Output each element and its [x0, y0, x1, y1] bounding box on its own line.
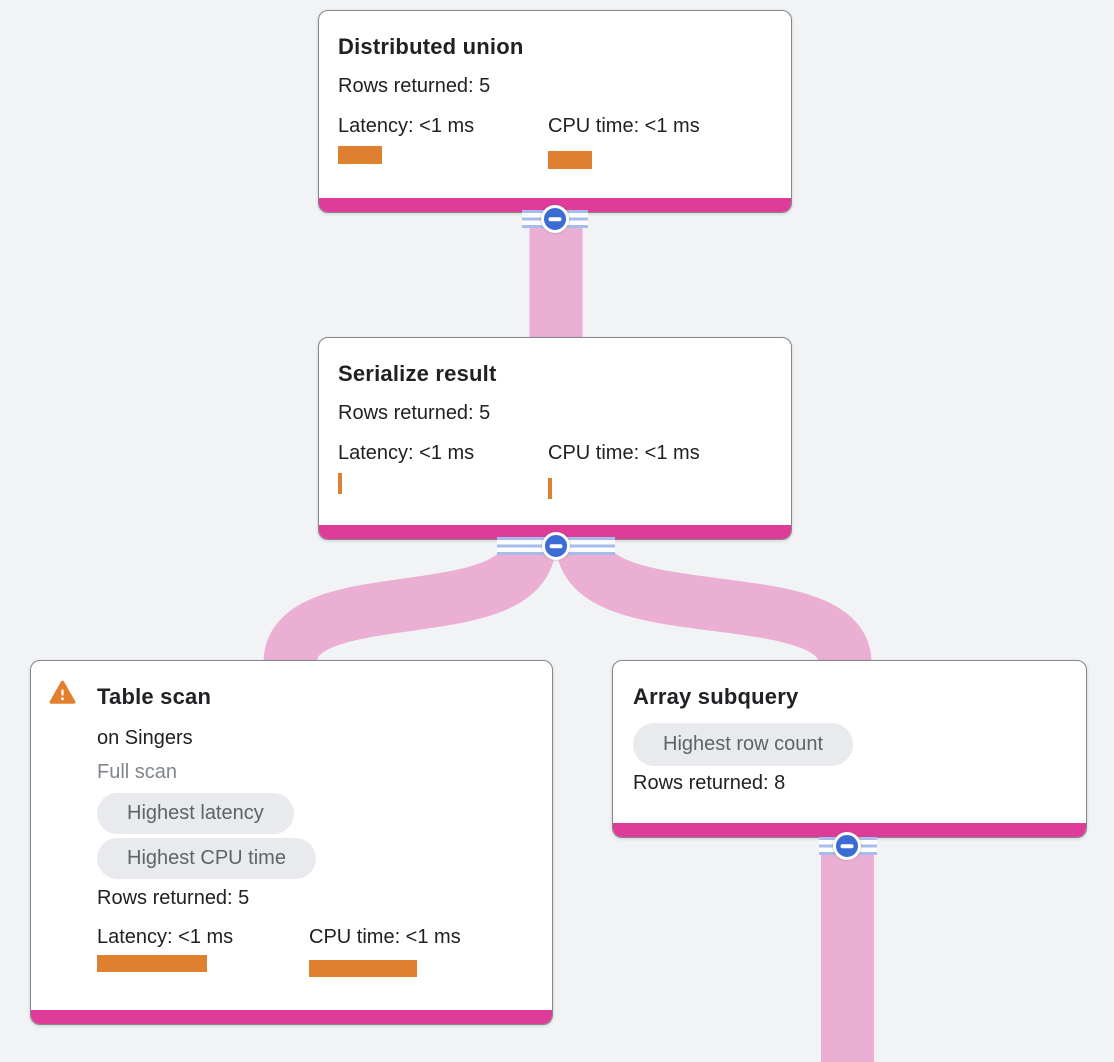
- badge-highest-row-count: Highest row count: [633, 723, 854, 766]
- rows-returned: Rows returned: 5: [97, 887, 250, 909]
- rows-returned: Rows returned: 5: [338, 402, 491, 424]
- collapse-button[interactable]: [542, 532, 570, 560]
- node-title: Table scan: [97, 684, 212, 709]
- node-subtitle: on Singers: [97, 727, 193, 749]
- node-serialize-result[interactable]: Serialize result Rows returned: 5 Latenc…: [318, 337, 792, 540]
- latency-label: Latency: <1 ms: [338, 115, 475, 137]
- warning-icon: [49, 680, 76, 705]
- badge-highest-latency: Highest latency: [97, 793, 294, 834]
- node-title: Array subquery: [633, 684, 799, 709]
- node-distributed-union[interactable]: Distributed union Rows returned: 5 Laten…: [318, 10, 792, 213]
- node-table-scan[interactable]: Table scan on Singers Full scan Highest …: [30, 660, 553, 1025]
- node-title: Serialize result: [338, 361, 497, 386]
- minus-icon: [548, 217, 562, 221]
- latency-bar: [338, 473, 342, 494]
- cpu-time-bar: [548, 151, 592, 169]
- collapse-button[interactable]: [833, 832, 861, 860]
- rows-returned: Rows returned: 8: [633, 772, 786, 794]
- latency-bar: [97, 955, 207, 972]
- latency-label: Latency: <1 ms: [97, 926, 234, 948]
- node-accent-bar: [31, 1010, 552, 1024]
- node-accent-bar: [613, 823, 1086, 837]
- collapse-button[interactable]: [541, 205, 569, 233]
- rows-returned: Rows returned: 5: [338, 75, 491, 97]
- latency-label: Latency: <1 ms: [338, 442, 475, 464]
- node-title: Distributed union: [338, 34, 524, 59]
- badge-highest-cpu-time: Highest CPU time: [97, 838, 316, 879]
- cpu-time-bar: [309, 960, 417, 977]
- cpu-time-label: CPU time: <1 ms: [548, 115, 700, 137]
- edge-serialize-result-to-array-subquery: [556, 538, 872, 667]
- full-scan-note: Full scan: [97, 761, 178, 783]
- latency-bar: [338, 146, 382, 164]
- cpu-time-label: CPU time: <1 ms: [548, 442, 700, 464]
- minus-icon: [549, 544, 563, 548]
- cpu-time-label: CPU time: <1 ms: [309, 926, 461, 948]
- edge-serialize-result-to-table-scan: [263, 538, 556, 667]
- node-array-subquery[interactable]: Array subquery Highest row count Rows re…: [612, 660, 1087, 838]
- cpu-time-bar: [548, 478, 552, 499]
- minus-icon: [840, 844, 854, 848]
